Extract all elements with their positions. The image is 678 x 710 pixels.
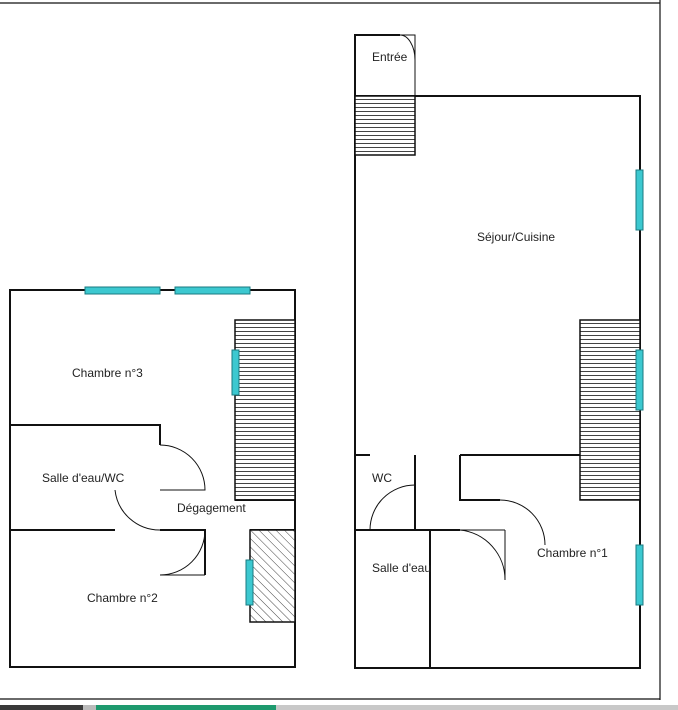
bottom-bar-gap — [83, 705, 96, 710]
room-label-wc: WC — [372, 471, 392, 485]
right-unit — [354, 34, 641, 669]
room-label-entree: Entrée — [372, 50, 408, 64]
room-label-chambre2: Chambre n°2 — [87, 591, 158, 605]
window — [635, 169, 644, 231]
room-label-chambre1: Chambre n°1 — [537, 546, 608, 560]
window — [635, 544, 644, 606]
stairs-entrance — [354, 95, 416, 156]
bottom-bar-green — [96, 705, 276, 710]
stairs-right — [579, 319, 641, 501]
room-label-degagement: Dégagement — [177, 501, 246, 515]
page-frame — [0, 0, 661, 700]
window — [245, 559, 254, 606]
stairs-left — [234, 319, 296, 501]
room-label-sejour: Séjour/Cuisine — [477, 230, 555, 244]
room-label-salle-eau-wc: Salle d'eau/WC — [42, 471, 125, 485]
room-label-salle-eau: Salle d'eau — [372, 561, 431, 575]
bottom-bar-dark — [0, 705, 83, 710]
bottom-bar-grey — [276, 705, 678, 710]
window — [231, 349, 240, 396]
room-label-chambre3: Chambre n°3 — [72, 366, 143, 380]
window — [635, 349, 644, 411]
storage-hatched — [249, 529, 296, 623]
window — [84, 286, 161, 295]
window — [174, 286, 251, 295]
